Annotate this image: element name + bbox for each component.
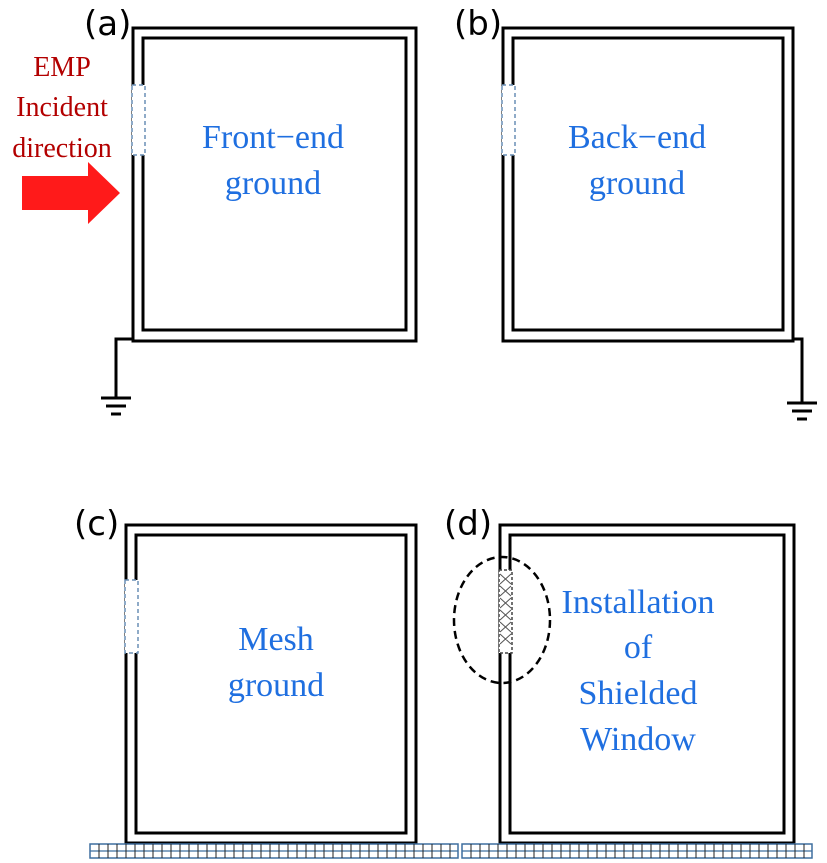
- emp-text-line1: EMP: [33, 52, 91, 83]
- inner-enclosure: [508, 533, 786, 835]
- ground-text-line2: ground: [589, 165, 685, 202]
- shielded-window-mesh-icon: [499, 573, 512, 645]
- inner-enclosure: [141, 36, 408, 332]
- shielded-window: [498, 569, 513, 654]
- ground-symbol-icon: [101, 337, 133, 416]
- mesh-ground-strip: [89, 843, 459, 859]
- ground-text-line1: Front−end: [202, 119, 344, 156]
- outer-enclosure: [501, 26, 795, 343]
- window-text-line2: of: [624, 629, 653, 666]
- panel-c: (c) Mesh ground: [74, 504, 418, 845]
- emp-text-line2: Incident: [16, 92, 108, 123]
- panel-d-label: (d): [444, 504, 492, 544]
- inner-enclosure: [511, 36, 785, 332]
- window-text-line1: Installation: [562, 584, 715, 621]
- panel-a-label: (a): [84, 4, 131, 44]
- mesh-ground-strips: [89, 843, 813, 859]
- panel-b-label: (b): [454, 4, 502, 44]
- outer-enclosure: [124, 523, 418, 845]
- highlight-ellipse: [452, 555, 552, 685]
- panel-a: (a) Front−end ground EMP Incident direct…: [12, 4, 418, 416]
- window-text-line3: Shielded: [579, 675, 698, 712]
- emp-arrow-icon: [22, 162, 120, 224]
- window-text-line4: Window: [580, 721, 696, 758]
- inner-enclosure: [134, 533, 408, 835]
- outer-enclosure: [131, 26, 418, 343]
- ground-text-line1: Mesh: [238, 621, 314, 658]
- ground-text-line1: Back−end: [568, 119, 706, 156]
- panel-d: (d) Installation of Shielded Window: [444, 504, 796, 845]
- mesh-ground-strip: [461, 843, 813, 859]
- window-opening: [124, 579, 139, 654]
- panel-c-label: (c): [74, 504, 119, 544]
- ground-text-line2: ground: [228, 667, 324, 704]
- emp-text-line3: direction: [12, 133, 112, 164]
- panel-b: (b) Back−end ground: [454, 4, 817, 421]
- outer-enclosure: [498, 523, 796, 845]
- window-opening: [501, 84, 516, 156]
- ground-symbol-icon: [787, 337, 817, 421]
- window-opening: [131, 84, 146, 156]
- ground-text-line2: ground: [225, 165, 321, 202]
